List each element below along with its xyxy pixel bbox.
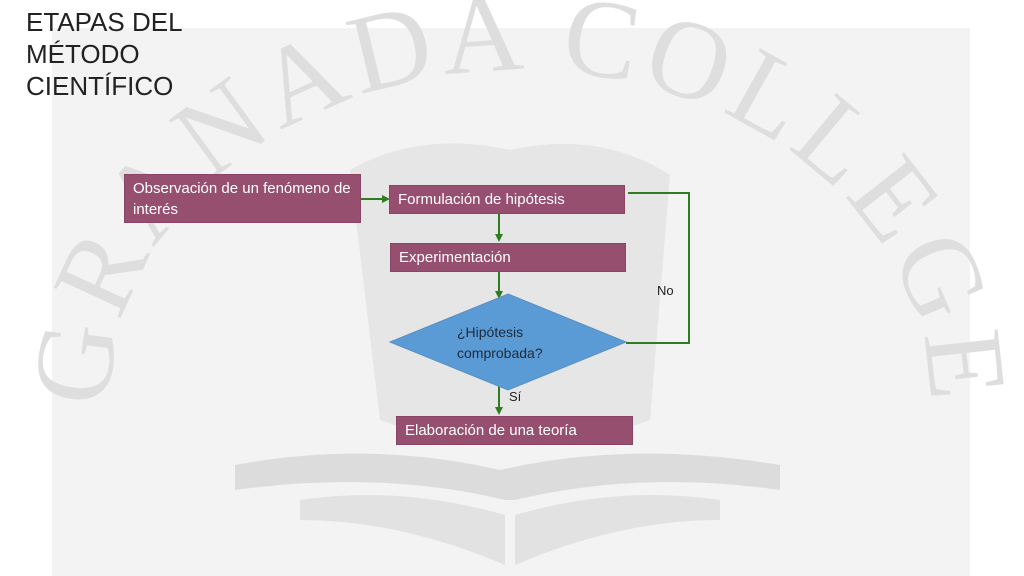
- node-hypothesis: Formulación de hipótesis: [389, 185, 625, 214]
- book-left-page: [300, 495, 505, 565]
- book-right-page: [515, 495, 720, 565]
- node-observation: Observación de un fenómeno de interés: [124, 174, 361, 223]
- node-experimentation: Experimentación: [390, 243, 626, 272]
- arrow-no-feedback-loop: [626, 192, 690, 344]
- title-line-3: CIENTÍFICO: [26, 71, 174, 101]
- node-theory-label: Elaboración de una teoría: [405, 422, 577, 439]
- decision-diamond: [388, 293, 628, 391]
- node-decision-label: ¿Hipótesis comprobada?: [457, 324, 543, 361]
- title-line-1: ETAPAS DEL: [26, 7, 183, 37]
- edge-label-no: No: [657, 283, 674, 298]
- book-shape: [235, 453, 780, 500]
- title-line-2: MÉTODO: [26, 39, 140, 69]
- slide-title: ETAPAS DEL MÉTODO CIENTÍFICO: [26, 6, 286, 102]
- node-theory: Elaboración de una teoría: [396, 416, 633, 445]
- node-observation-label: Observación de un fenómeno de interés: [133, 179, 351, 218]
- crest-shape: [350, 143, 670, 446]
- edge-label-yes: Sí: [509, 389, 522, 404]
- node-experimentation-label: Experimentación: [399, 249, 511, 266]
- node-hypothesis-label: Formulación de hipótesis: [398, 191, 565, 208]
